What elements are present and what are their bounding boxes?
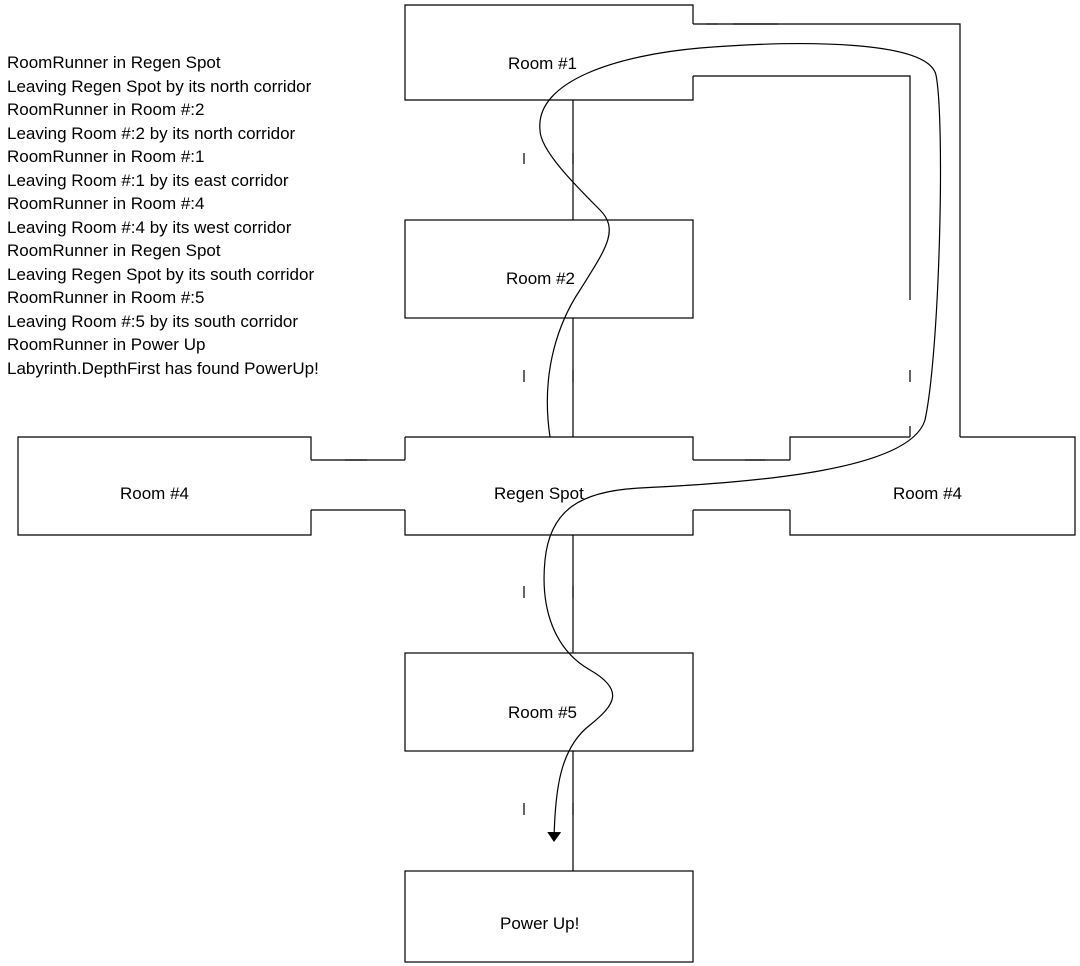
log-line: RoomRunner in Room #:4 (7, 194, 205, 213)
log-line: Leaving Regen Spot by its south corridor (7, 264, 315, 284)
log-line: Leaving Room #:1 by its east corridor (7, 170, 289, 190)
log-line: RoomRunner in Power Up (7, 335, 206, 354)
corridor-room2-regen (523, 318, 574, 437)
room-5: Room #5 (404, 652, 694, 752)
corridor-regen-west (311, 459, 405, 511)
room-5-label: Room #5 (508, 703, 577, 722)
room-4-west-label: Room #4 (120, 484, 189, 503)
traversal-path (539, 43, 942, 842)
log-line: RoomRunner in Regen Spot (7, 241, 221, 260)
log-line: Leaving Room #:2 by its north corridor (7, 123, 296, 143)
event-log: RoomRunner in Regen Spot Leaving Regen S… (7, 51, 319, 380)
regen-spot-label: Regen Spot (494, 484, 584, 503)
corridor-room1-east (693, 23, 961, 437)
regen-spot: Regen Spot (404, 436, 694, 536)
log-line: RoomRunner in Room #:2 (7, 100, 205, 119)
room-2-label: Room #2 (506, 269, 575, 288)
room-2: Room #2 (404, 219, 694, 319)
room-1: Room #1 (404, 4, 694, 101)
room-1-label: Room #1 (508, 54, 577, 73)
room-4-west: Room #4 (17, 436, 312, 536)
log-line: RoomRunner in Regen Spot (7, 53, 221, 72)
log-line: Leaving Room #:4 by its west corridor (7, 217, 292, 237)
corridor-room5-powerup (523, 751, 574, 871)
log-line: RoomRunner in Room #:1 (7, 147, 205, 166)
corridor-regen-east (693, 459, 790, 511)
log-line: Leaving Regen Spot by its north corridor (7, 76, 312, 96)
power-up-label: Power Up! (500, 914, 579, 933)
room-4-east-label: Room #4 (893, 484, 962, 503)
power-up-room: Power Up! (404, 870, 694, 963)
log-line: Labyrinth.DepthFirst has found PowerUp! (7, 358, 319, 378)
corridor-room1-room2 (523, 100, 574, 220)
room-4-east: Room #4 (789, 436, 1076, 536)
log-line: Leaving Room #:5 by its south corridor (7, 311, 299, 331)
log-line: RoomRunner in Room #:5 (7, 288, 205, 307)
corridor-regen-room5 (523, 535, 574, 653)
